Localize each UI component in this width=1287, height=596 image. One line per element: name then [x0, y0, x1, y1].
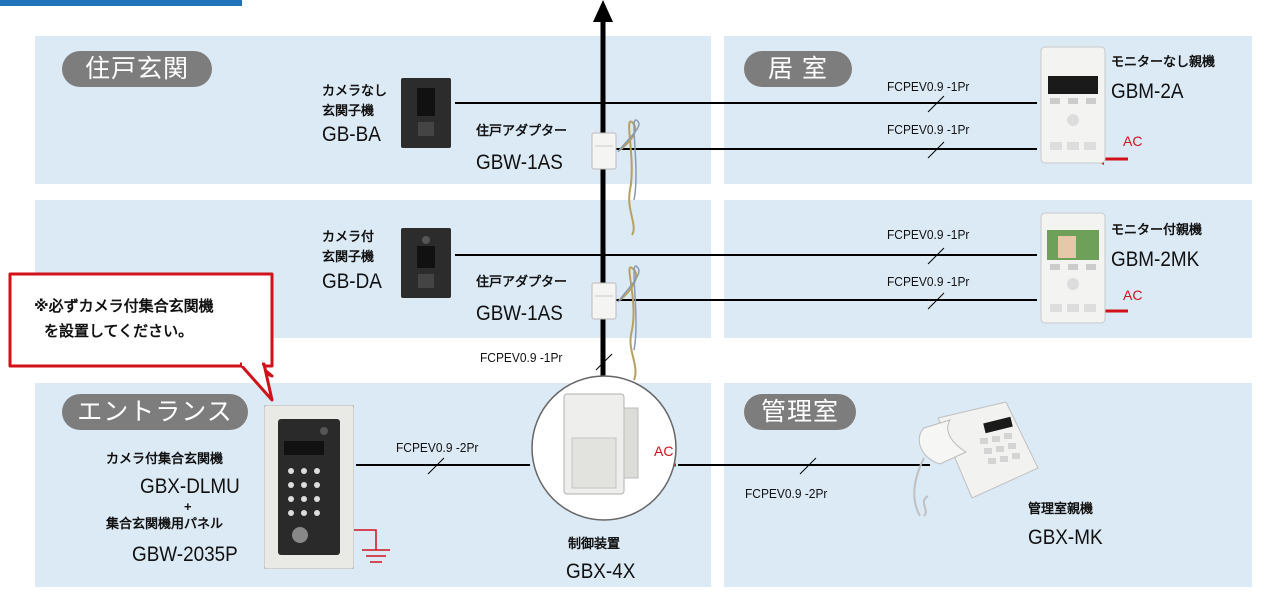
master-monitor-model: GBM-2MK	[1111, 248, 1200, 271]
entrance-panel-image	[263, 404, 355, 570]
cable-tick	[927, 141, 945, 159]
entrance-panel-plus: +	[184, 499, 192, 514]
controller-model: GBX-4X	[566, 560, 636, 583]
door-camera-desc-2: 玄関子機	[322, 249, 375, 264]
door-no-camera-desc-2: 玄関子機	[322, 103, 375, 118]
management-master-desc: 管理室親機	[1028, 501, 1094, 516]
cable-tick	[799, 457, 817, 475]
door-no-camera-model: GB-BA	[322, 123, 381, 146]
cable-label-2: FCPEV0.9 -1Pr	[887, 122, 970, 137]
adapter-1-desc: 住戸アダプター	[476, 123, 568, 138]
entrance-panel-model2: GBW-2035P	[132, 543, 238, 566]
cable-tick	[595, 353, 613, 371]
entrance-panel-model: GBX-DLMU	[140, 475, 240, 498]
notice-text: ※必ずカメラ付集合玄関機 を設置してください。	[34, 294, 214, 344]
management-master-model: GBX-MK	[1028, 526, 1103, 549]
master-no-monitor-desc: モニターなし親機	[1111, 54, 1216, 69]
area-label-entrance: エントランス	[62, 394, 248, 430]
door-no-camera-desc-1: カメラなし	[322, 83, 388, 98]
master-unit-no-monitor-image	[1040, 46, 1106, 164]
cable-label-6: FCPEV0.9 -2Pr	[396, 440, 479, 455]
ac-label-3: AC	[654, 443, 674, 459]
adapter-2-model: GBW-1AS	[476, 302, 563, 325]
adapter-wire-bundle-1	[619, 120, 637, 236]
door-station-no-camera-image	[401, 78, 451, 148]
master-no-monitor-model: GBM-2A	[1111, 80, 1184, 103]
adapter-wire-bundle-1b	[617, 119, 640, 201]
ac-label-1: AC	[1123, 133, 1143, 149]
cable-tick	[927, 95, 945, 113]
cable-label-3: FCPEV0.9 -1Pr	[887, 227, 970, 242]
header-accent-bar	[0, 0, 242, 6]
unit-adapter-1-image	[591, 132, 617, 170]
panel-living-room-2	[724, 200, 1252, 338]
notice-line-1: ※必ずカメラ付集合玄関機	[34, 298, 214, 315]
ground-symbol	[352, 529, 390, 563]
adapter-1-model: GBW-1AS	[476, 151, 563, 174]
area-label-entrance-hall: 住戸玄関	[62, 51, 212, 87]
callout-pointer	[240, 362, 274, 402]
riser-arrow-head	[593, 0, 613, 22]
door-camera-desc-1: カメラ付	[322, 229, 375, 244]
notice-line-2: を設置してください。	[44, 323, 194, 340]
area-label-management-room: 管理室	[744, 394, 856, 430]
master-unit-monitor-image	[1040, 212, 1106, 324]
cable-label-7: FCPEV0.9 -2Pr	[745, 486, 828, 501]
ac-label-2: AC	[1123, 287, 1143, 303]
adapter-wire-bundle-2b	[617, 265, 640, 351]
unit-adapter-2-image	[591, 282, 617, 320]
cable-label-5: FCPEV0.9 -1Pr	[480, 350, 563, 365]
entrance-panel-desc2: 集合玄関機用パネル	[106, 516, 224, 531]
door-camera-model: GB-DA	[322, 270, 382, 293]
cable-tick	[927, 292, 945, 310]
management-master-image	[910, 398, 1042, 526]
cable-tick	[927, 247, 945, 265]
cable-tick	[427, 457, 445, 475]
controller-desc: 制御装置	[568, 536, 621, 551]
cable-label-4: FCPEV0.9 -1Pr	[887, 274, 970, 289]
cable-label-1: FCPEV0.9 -1Pr	[887, 79, 970, 94]
door-station-camera-image	[401, 228, 451, 298]
master-monitor-desc: モニター付親機	[1111, 222, 1203, 237]
area-label-living-room: 居 室	[744, 51, 852, 87]
entrance-panel-desc: カメラ付集合玄関機	[106, 451, 224, 466]
adapter-2-desc: 住戸アダプター	[476, 274, 568, 289]
controller-image	[530, 374, 678, 522]
